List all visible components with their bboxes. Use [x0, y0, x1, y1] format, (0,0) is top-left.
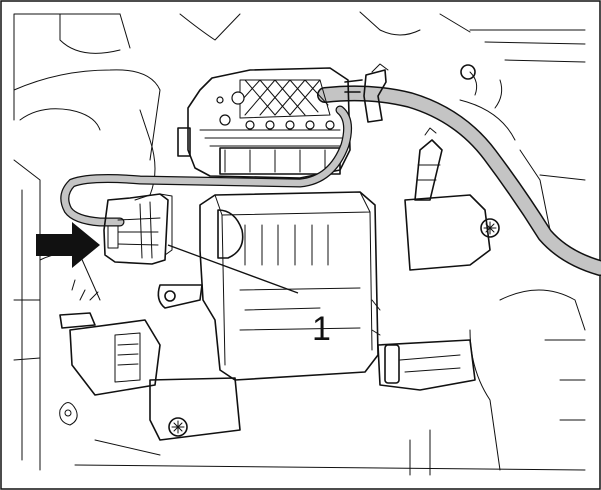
direction-arrow — [36, 222, 100, 268]
wiring-control-unit — [177, 67, 351, 179]
floor-bracket-left — [59, 279, 161, 396]
harness-clip — [344, 63, 389, 123]
connector-lead-wire-fill — [61, 106, 351, 226]
wiring-harness-fill — [318, 86, 601, 275]
connector-body — [103, 193, 169, 265]
callout-label: 1 — [312, 310, 331, 348]
callout-leader-line — [167, 244, 299, 294]
vehicle-body-structure — [13, 11, 586, 476]
control-module-housing — [199, 191, 379, 381]
connector-lead-wire — [60, 105, 353, 227]
callout: 1 — [167, 244, 331, 348]
control-unit-housing — [187, 67, 351, 179]
airbag-module-connector — [103, 193, 173, 265]
arrow-shape — [36, 222, 100, 268]
mounting-bracket-right — [404, 194, 500, 271]
airbag-control-module — [149, 191, 476, 441]
wiring-harness — [317, 64, 601, 276]
inline-connector — [414, 127, 443, 201]
